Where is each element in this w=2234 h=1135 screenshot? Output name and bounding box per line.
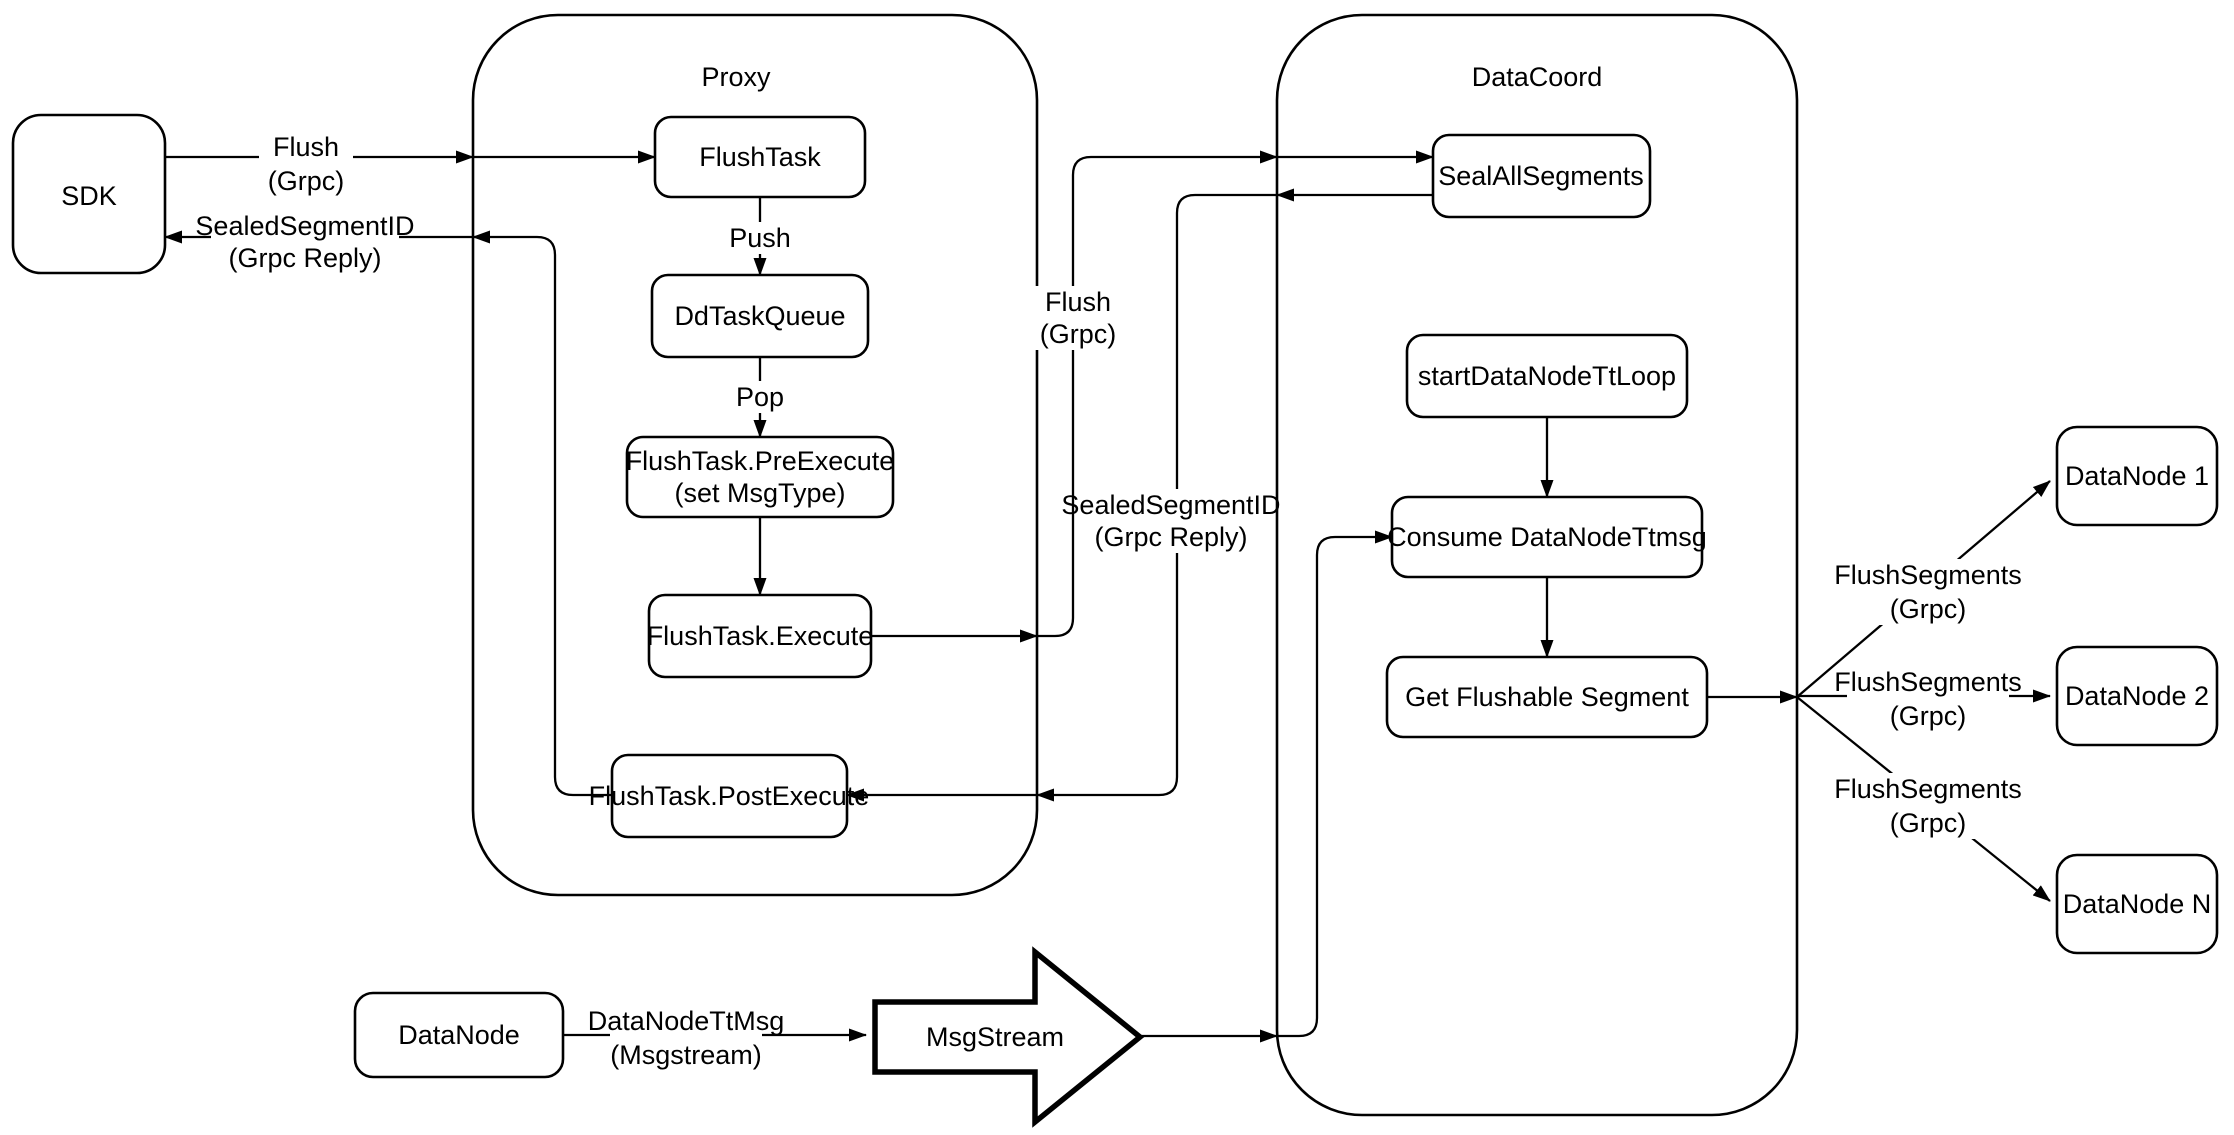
datanoden-box [2055,853,2219,955]
preexecute-box [625,435,895,519]
node-startloop: startDataNodeTtLoop [1405,333,1689,419]
sealed-mid-label-line1: SealedSegmentID [1061,490,1280,520]
datanodettmsg-label-line1: DataNodeTtMsg [588,1006,785,1036]
flushtask-box [653,115,867,199]
node-datanoden: DataNode N [2055,853,2219,955]
flushseg1-label-line2: (Grpc) [1890,594,1967,624]
consume-label: Consume DataNodeTtmsg [1387,522,1707,552]
flushseg3-label-line2: (Grpc) [1890,808,1967,838]
node-preexecute: FlushTask.PreExecute (set MsgType) [625,435,895,519]
flushseg2-label-bg [1847,666,2009,732]
getflushable-label: Get Flushable Segment [1405,682,1689,712]
flush-sdk-label-bg [259,130,353,196]
node-flushtask: FlushTask [653,115,867,199]
sealallsegments-box [1431,133,1652,219]
sealallsegments-label: SealAllSegments [1438,161,1644,191]
sealed-mid-label-bg [1077,489,1265,553]
flush-mid-label-line1: Flush [1045,287,1111,317]
msgstream-block-arrow [872,946,1145,1128]
push-label: Push [729,223,791,253]
proxy-container-title: Proxy [701,62,771,92]
sealed-sdk-label-line1: SealedSegmentID [195,211,414,241]
sealed-sdk-label-line2: (Grpc Reply) [228,243,381,273]
execute-label: FlushTask.Execute [647,621,874,651]
flush-mid-label-line2: (Grpc) [1040,319,1117,349]
flushseg3-label-line1: FlushSegments [1834,774,2022,804]
node-datanode2: DataNode 2 [2055,645,2219,747]
node-datanode: DataNode [353,991,565,1079]
edge-label-backgrounds [211,130,2009,1069]
node-ddtaskqueue: DdTaskQueue [650,273,870,359]
flushseg3-label-bg [1847,773,2009,839]
datanode1-label: DataNode 1 [2065,461,2209,491]
ddtaskqueue-box [650,273,870,359]
proxy-container [471,13,1039,897]
getflushable-box [1385,655,1709,739]
flush-sdk-label-line2: (Grpc) [268,166,345,196]
sealed-mid-label-line2: (Grpc Reply) [1094,522,1247,552]
datanodettmsg-label-line2: (Msgstream) [610,1040,762,1070]
datanode1-box [2055,425,2219,527]
flush-mid-label-bg [1031,286,1125,350]
sealed-sdk-label-bg [211,210,399,274]
datacoord-container [1275,13,1799,1117]
startloop-box [1405,333,1689,419]
startloop-label: startDataNodeTtLoop [1418,361,1676,391]
postexecute-label: FlushTask.PostExecute [589,781,870,811]
datanode-box [353,991,565,1079]
push-label-bg [722,222,798,254]
datanoden-label: DataNode N [2063,889,2212,919]
sdk-box [11,113,167,275]
node-getflushable: Get Flushable Segment [1385,655,1709,739]
datanode-label: DataNode [398,1020,520,1050]
pop-label-bg [728,381,794,413]
flush-sdk-label-line1: Flush [273,132,339,162]
node-sealallsegments: SealAllSegments [1431,133,1652,219]
edge-postexecute-to-proxyedge [472,230,612,797]
edge-proxyedge-to-datacoordedge-flush [1037,150,1278,638]
sdk-label: SDK [61,181,117,211]
preexecute-label-line2: (set MsgType) [674,478,845,508]
flushseg2-label-line2: (Grpc) [1890,701,1967,731]
node-datanode1: DataNode 1 [2055,425,2219,527]
node-postexecute: FlushTask.PostExecute [589,753,870,839]
postexecute-box [610,753,849,839]
flushseg1-label-bg [1847,559,2009,625]
datanode2-box [2055,645,2219,747]
node-sdk: SDK [11,113,167,275]
ddtaskqueue-label: DdTaskQueue [674,301,845,331]
pop-label: Pop [736,382,784,412]
edge-datacoordedge-to-consume [1277,530,1393,1038]
node-consume: Consume DataNodeTtmsg [1387,495,1707,579]
flushtask-label: FlushTask [699,142,821,172]
execute-box [647,593,873,679]
datanodettmsg-label-bg [610,1005,762,1069]
datacoord-container-title: DataCoord [1472,62,1603,92]
flushseg2-label-line1: FlushSegments [1834,667,2022,697]
flushseg1-label-line1: FlushSegments [1834,560,2022,590]
node-msgstream: MsgStream [872,946,1145,1128]
consume-box [1390,495,1704,579]
msgstream-label: MsgStream [926,1022,1064,1052]
preexecute-label-line1: FlushTask.PreExecute [626,446,895,476]
edge-labels: Flush (Grpc) SealedSegmentID (Grpc Reply… [195,132,2021,1070]
datanode2-label: DataNode 2 [2065,681,2209,711]
node-execute: FlushTask.Execute [647,593,874,679]
